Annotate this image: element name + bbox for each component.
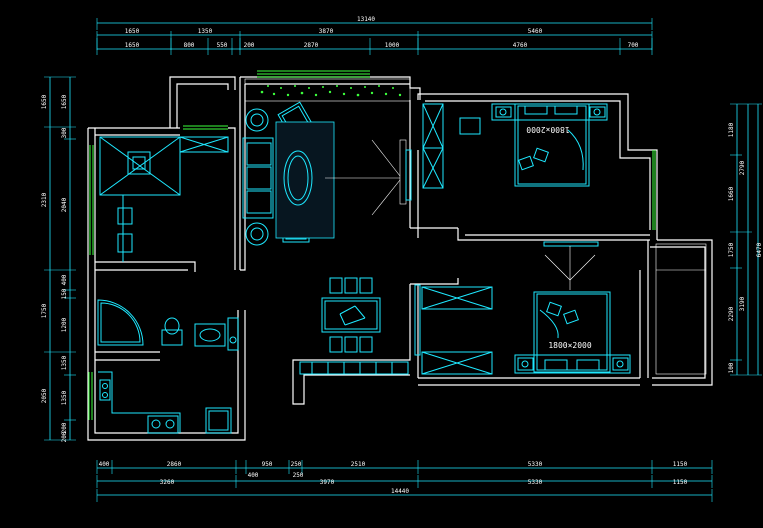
dim-left-inner-3: 2040: [61, 197, 68, 212]
dim-bottom-inner-4: 250: [291, 461, 302, 468]
dim-left-inner-4: 400: [61, 274, 68, 285]
dim-top-inner-7: 4760: [513, 42, 528, 49]
dim-left-inner-6: 1200: [61, 317, 68, 332]
right-dimension-chains: 1180 1660 1750 2290 100 2790 3190 6470: [728, 103, 763, 376]
top-dimension-chains: 13140 1650 1350 3870 5460 1650 800 550 2…: [96, 16, 653, 55]
dim-top-inner-4: 200: [244, 42, 255, 49]
dim-right-inner-5: 100: [728, 362, 735, 373]
dim-bottom-inner-2: 2860: [167, 461, 182, 468]
dining-area: [99, 136, 229, 262]
dim-bottom-inner-7: 1150: [673, 461, 688, 468]
second-bedroom: 1800×2000: [414, 241, 631, 375]
bed-label-second: 1800×2000: [548, 341, 592, 350]
dim-right-inner-4: 2290: [728, 306, 735, 321]
dim-right-inner-2: 1660: [728, 186, 735, 201]
left-dimension-chains: 1650 2310 1750 2050 1650 300 2040 400 15…: [41, 76, 76, 442]
dim-right-mid-1: 2790: [739, 160, 746, 175]
corridor-shelves: [299, 361, 409, 375]
dim-bottom-inner-5: 2510: [351, 461, 366, 468]
dim-top-inner-1: 1650: [125, 42, 140, 49]
dim-bottom-small-1: 400: [248, 472, 259, 479]
dim-left-inner-9: 200: [61, 422, 68, 433]
bed-label-master: 1800×2000: [526, 125, 570, 134]
dim-left-inner-5: 150: [61, 288, 68, 299]
dim-top-inner-2: 800: [184, 42, 195, 49]
dim-bottom-inner-3: 950: [262, 461, 273, 468]
living-room: [242, 101, 412, 246]
dim-top-inner-5: 2870: [304, 42, 319, 49]
dim-top-inner-8: 700: [628, 42, 639, 49]
dim-left-outer-1: 1650: [41, 94, 48, 109]
dim-bottom-small-2: 250: [293, 472, 304, 479]
dim-bottom-mid-1: 3260: [160, 479, 175, 486]
dim-right-outer-1: 6470: [756, 242, 763, 257]
right-storage: [655, 243, 707, 375]
dim-top-mid-1: 1650: [125, 28, 140, 35]
dim-bottom-inner-1: 400: [99, 461, 110, 468]
dim-left-outer-3: 1750: [41, 303, 48, 318]
bathroom: [97, 299, 239, 351]
windows: [88, 70, 656, 420]
dim-right-mid-2: 3190: [739, 296, 746, 311]
dim-left-inner-7: 1350: [61, 355, 68, 370]
dim-top-mid-3: 3870: [319, 28, 334, 35]
dim-left-inner-8: 1350: [61, 390, 68, 405]
dim-top-inner-6: 1000: [385, 42, 400, 49]
dim-bottom-mid-2: 3970: [320, 479, 335, 486]
dim-bottom-mid-4: 1150: [673, 479, 688, 486]
dim-left-inner-2: 300: [61, 127, 68, 138]
dim-left-outer-2: 2310: [41, 192, 48, 207]
master-bedroom: 1800×2000: [422, 103, 608, 189]
dim-left-outer-4: 2050: [41, 388, 48, 403]
dim-left-inner-1: 1650: [61, 94, 68, 109]
dim-left-inner-10: 200: [61, 431, 68, 442]
dim-right-inner-3: 1750: [728, 242, 735, 257]
dim-top-total: 13140: [357, 16, 375, 23]
exterior-walls: [87, 76, 713, 441]
dim-top-mid-4: 5460: [528, 28, 543, 35]
dim-top-inner-3: 550: [217, 42, 228, 49]
dim-bottom-total: 14440: [391, 488, 409, 495]
dining-table: [321, 277, 381, 353]
dim-bottom-inner-6: 5330: [528, 461, 543, 468]
kitchen: [98, 371, 232, 434]
balcony-plants: [244, 78, 411, 102]
bottom-dimension-chains: 400 2860 950 250 2510 5330 1150 3260 397…: [96, 460, 713, 502]
dim-right-inner-1: 1180: [728, 122, 735, 137]
dim-bottom-mid-3: 5330: [528, 479, 543, 486]
dim-top-mid-2: 1350: [198, 28, 213, 35]
